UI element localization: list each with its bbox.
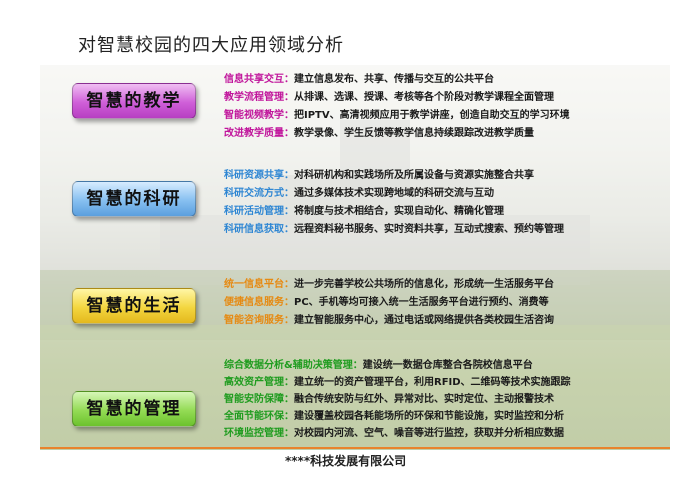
list-item: 便捷信息服务：PC、手机等均可接入统一生活服务平台进行预约、消费等 <box>224 297 549 308</box>
list-item: 智能咨询服务：建立智能服务中心，通过电话或网络提供各类校园生活咨询 <box>224 315 554 326</box>
list-item: 教学流程管理：从排课、选课、授课、考核等各个阶段对教学课程全面管理 <box>224 92 554 103</box>
smart-teaching-label: 智慧的教学 <box>72 83 196 119</box>
smart-management-label: 智慧的管理 <box>72 391 196 427</box>
slide-title: 对智慧校园的四大应用领域分析 <box>78 35 344 56</box>
smart-life-label: 智慧的生活 <box>72 288 196 324</box>
list-item: 科研活动管理：将制度与技术相结合，实现自动化、精确化管理 <box>224 206 504 217</box>
list-item: 全面节能环保：建设覆盖校园各耗能场所的环保和节能设施，实时监控和分析 <box>224 411 564 422</box>
list-item: 智能视频教学：把IPTV、高清视频应用于教学讲座，创造自助交互的学习环境 <box>224 110 570 121</box>
management-items: 综合数据分析&辅助决策管理：建设统一数据仓库整合各院校信息平台 高效资产管理：建… <box>224 357 571 442</box>
list-item: 科研资源共享：对科研机构和实践场所及所属设备与资源实施整合共享 <box>224 170 534 181</box>
life-items: 统一信息平台：进一步完善学校公共场所的信息化，形成统一生活服务平台 便捷信息服务… <box>224 276 554 330</box>
list-item: 智能安防保障：融合传统安防与红外、异常对比、实时定位、主动报警技术 <box>224 394 554 405</box>
list-item: 科研信息获取：远程资料秘书服务、实时资料共享，互动式搜索、预约等管理 <box>224 224 564 235</box>
teaching-items: 信息共享交互：建立信息发布、共享、传播与交互的公共平台 教学流程管理：从排课、选… <box>224 71 570 143</box>
list-item: 环境监控管理：对校园内河流、空气、噪音等进行监控，获取并分析相应数据 <box>224 428 564 439</box>
list-item: 科研交流方式：通过多媒体技术实现跨地域的科研交流与互动 <box>224 188 494 199</box>
list-item: 统一信息平台：进一步完善学校公共场所的信息化，形成统一生活服务平台 <box>224 279 554 290</box>
list-item: 综合数据分析&辅助决策管理：建设统一数据仓库整合各院校信息平台 <box>224 360 533 371</box>
company-footer: ****科技发展有限公司 <box>285 454 407 468</box>
list-item: 信息共享交互：建立信息发布、共享、传播与交互的公共平台 <box>224 74 494 85</box>
list-item: 高效资产管理：建立统一的资产管理平台，利用RFID、二维码等技术实施跟踪 <box>224 377 571 388</box>
smart-research-label: 智慧的科研 <box>72 181 196 217</box>
research-items: 科研资源共享：对科研机构和实践场所及所属设备与资源实施整合共享 科研交流方式：通… <box>224 167 564 239</box>
divider <box>40 447 670 449</box>
list-item: 改进教学质量：教学录像、学生反馈等教学信息持续跟踪改进教学质量 <box>224 128 534 139</box>
